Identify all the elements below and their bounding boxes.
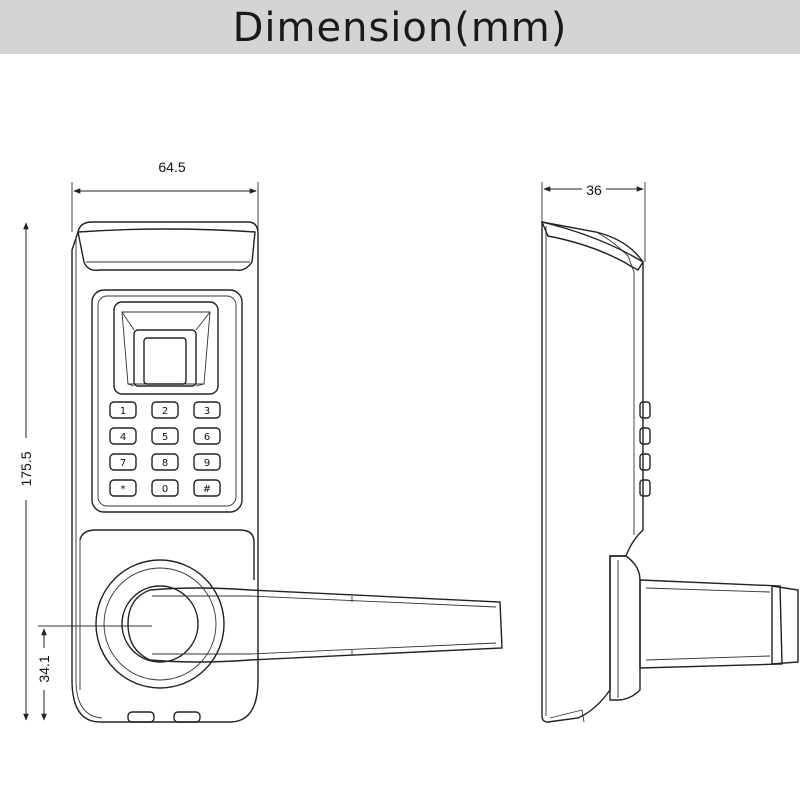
height-dimension: 175.5 — [16, 222, 36, 721]
svg-text:#: # — [203, 484, 211, 495]
depth-dimension: 36 — [541, 180, 646, 262]
handle-height-dimension: 34.1 — [34, 625, 152, 721]
key[interactable]: 5 — [151, 427, 179, 445]
svg-text:2: 2 — [162, 406, 168, 417]
lever-handle[interactable] — [95, 559, 503, 689]
lock-dimension-drawing: 64.5 36 175.5 34.1 — [16, 159, 799, 723]
svg-text:4: 4 — [120, 432, 126, 443]
side-buttons — [639, 401, 651, 497]
key[interactable]: 3 — [193, 401, 221, 419]
fingerprint-sensor — [113, 301, 219, 395]
svg-text:3: 3 — [204, 406, 210, 417]
key[interactable]: * — [109, 479, 137, 497]
lever-handle-side[interactable] — [639, 579, 799, 669]
svg-text:5: 5 — [162, 432, 168, 443]
svg-text:1: 1 — [120, 406, 126, 417]
depth-label: 36 — [586, 182, 602, 198]
handle-height-label: 34.1 — [36, 655, 52, 682]
svg-text:*: * — [121, 484, 126, 495]
side-view — [540, 220, 799, 723]
height-label: 175.5 — [18, 451, 34, 486]
width-dimension: 64.5 — [71, 159, 259, 245]
svg-text:9: 9 — [204, 458, 210, 469]
front-view: 1 2 3 4 5 6 — [71, 221, 503, 723]
width-label: 64.5 — [158, 159, 185, 175]
key[interactable]: 4 — [109, 427, 137, 445]
key[interactable]: 2 — [151, 401, 179, 419]
header-banner: Dimension(mm) — [0, 0, 800, 54]
key[interactable]: # — [193, 479, 221, 497]
bottom-battery-contacts — [127, 711, 201, 723]
page-title: Dimension(mm) — [232, 5, 568, 51]
key[interactable]: 9 — [193, 453, 221, 471]
key[interactable]: 0 — [151, 479, 179, 497]
svg-text:6: 6 — [204, 432, 210, 443]
key[interactable]: 7 — [109, 453, 137, 471]
keypad: 1 2 3 4 5 6 — [109, 401, 221, 497]
svg-text:8: 8 — [162, 458, 168, 469]
key[interactable]: 8 — [151, 453, 179, 471]
svg-text:0: 0 — [162, 484, 168, 495]
key[interactable]: 6 — [193, 427, 221, 445]
key[interactable]: 1 — [109, 401, 137, 419]
svg-text:7: 7 — [120, 458, 126, 469]
